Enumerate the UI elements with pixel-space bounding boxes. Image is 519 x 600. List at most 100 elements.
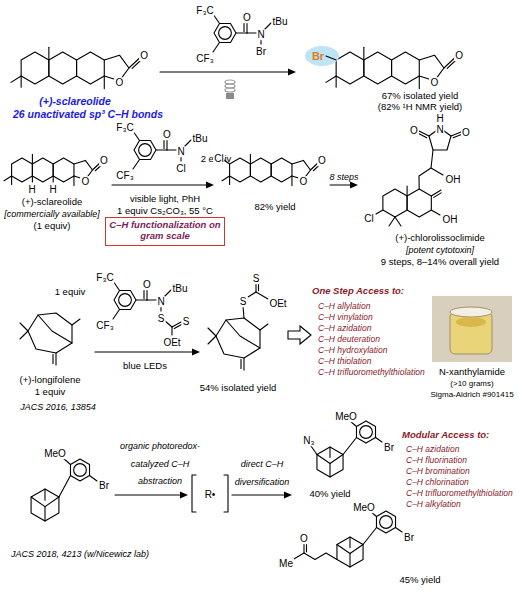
bond	[240, 359, 241, 368]
annotation: 54% isolated yield	[200, 382, 277, 393]
annotation: organic photoredox-catalyzed C–H abstrac…	[120, 441, 200, 486]
bond	[389, 217, 395, 226]
list-item: C–H trifluoromethylthiolation	[318, 367, 425, 377]
bond	[243, 358, 244, 370]
cage	[31, 489, 59, 521]
label-holder: O	[299, 528, 309, 546]
atom-label: F₃C	[195, 5, 214, 16]
label-holder: (82% ¹H NMR yield)	[378, 96, 462, 114]
list-item: C–H azidation	[318, 323, 371, 333]
label-holder: H	[48, 179, 57, 197]
annotation: N-xanthylamide	[439, 366, 505, 377]
label-holder: Me	[278, 553, 294, 571]
aromatic-circle	[219, 27, 232, 40]
arrow-head	[284, 492, 292, 499]
bond	[311, 446, 317, 455]
bond	[293, 553, 337, 560]
label-holder: MeO	[352, 497, 376, 515]
label-holder: S	[252, 268, 261, 286]
annotation: (+)-longifolene	[20, 374, 81, 385]
atom-label: O	[99, 155, 109, 166]
arrow-head	[350, 182, 358, 189]
annotation: Sigma-Aldrich #901415	[430, 390, 513, 399]
atom-label: N	[156, 296, 165, 307]
bond	[419, 134, 427, 138]
annotation: visible light, PhH	[130, 193, 200, 204]
ring	[407, 189, 431, 217]
annotation: 1 equiv Cs₂CO₃, 55 °C	[117, 205, 213, 216]
label-holder: N	[156, 291, 165, 309]
bond	[453, 135, 461, 138]
bond	[53, 176, 54, 182]
bond	[208, 328, 216, 336]
atom-label: N	[435, 124, 444, 135]
label-holder: visible light, PhH	[130, 188, 200, 206]
label-holder: O	[162, 124, 172, 142]
list-item: C–H alkylation	[406, 499, 461, 509]
label-holder: 1 equiv Cs₂CO₃, 55 °C	[117, 200, 213, 218]
label-holder: 54% isolated yield	[200, 377, 277, 395]
bond	[136, 299, 147, 300]
molecule-name: 26 unactivated sp³ C–H bonds	[13, 108, 163, 120]
label-holder: (>10 grams)	[450, 372, 493, 390]
bond	[133, 160, 140, 170]
atom-label: N	[256, 29, 265, 40]
annotation: JACS 2018, 4213 (w/Nicewicz lab)	[11, 549, 149, 559]
reaction-arrow	[112, 184, 208, 185]
label-holder: O	[430, 72, 440, 90]
ring	[271, 158, 292, 182]
list-item: C–H allylation	[318, 301, 370, 311]
atom-label: Me	[278, 558, 294, 569]
list-item: C–H bromination	[406, 466, 470, 476]
atom-label: Br	[312, 50, 324, 62]
label-holder: O	[99, 150, 109, 168]
atom-label: OH	[442, 214, 459, 225]
aromatic-circle	[380, 516, 393, 529]
bond	[326, 76, 336, 82]
label-holder: 26 unactivated sp³ C–H bonds	[13, 104, 163, 122]
label-holder: tBu	[171, 278, 188, 296]
bond	[329, 464, 330, 478]
bond	[32, 176, 33, 182]
ring	[230, 158, 251, 182]
bond	[90, 476, 98, 482]
cage	[28, 313, 72, 353]
bond	[32, 154, 33, 164]
ring	[364, 52, 392, 84]
label-holder: 40% yield	[309, 483, 350, 501]
label-holder: (+)-sclareolide	[39, 91, 111, 109]
label-holder: O	[115, 72, 125, 90]
bond	[396, 528, 403, 533]
label-holder: 82% yield	[254, 196, 295, 214]
arrow-head	[288, 69, 296, 76]
bond	[48, 47, 49, 60]
bond	[143, 289, 144, 298]
bond	[419, 131, 429, 136]
reaction-arrow	[330, 184, 352, 185]
label-holder: N	[435, 119, 444, 137]
label-holder: O	[317, 150, 327, 168]
atom-label: CF₃	[195, 53, 214, 64]
atom-label: H	[48, 184, 57, 195]
arrow-head	[206, 182, 214, 189]
bond	[213, 43, 220, 53]
atom-label: O	[80, 176, 90, 187]
label-holder: F₃C	[195, 0, 214, 18]
bond	[44, 489, 45, 500]
list-item: C–H vinylation	[318, 312, 373, 322]
atom-label: CF₃	[95, 320, 114, 331]
annotation: 1 equiv	[55, 286, 86, 297]
ring	[383, 189, 407, 217]
label-holder: Cl	[175, 158, 186, 176]
atom-label: OEt	[162, 337, 181, 348]
cage	[317, 447, 343, 477]
label-holder: Cl	[363, 208, 374, 226]
bond	[226, 320, 260, 348]
bond	[256, 292, 268, 299]
atom-label: F₃C	[95, 272, 114, 283]
bond	[174, 325, 181, 329]
bond	[243, 22, 244, 31]
annotation: (+)-chlorolissoclimide	[395, 232, 484, 243]
ring	[250, 158, 271, 182]
